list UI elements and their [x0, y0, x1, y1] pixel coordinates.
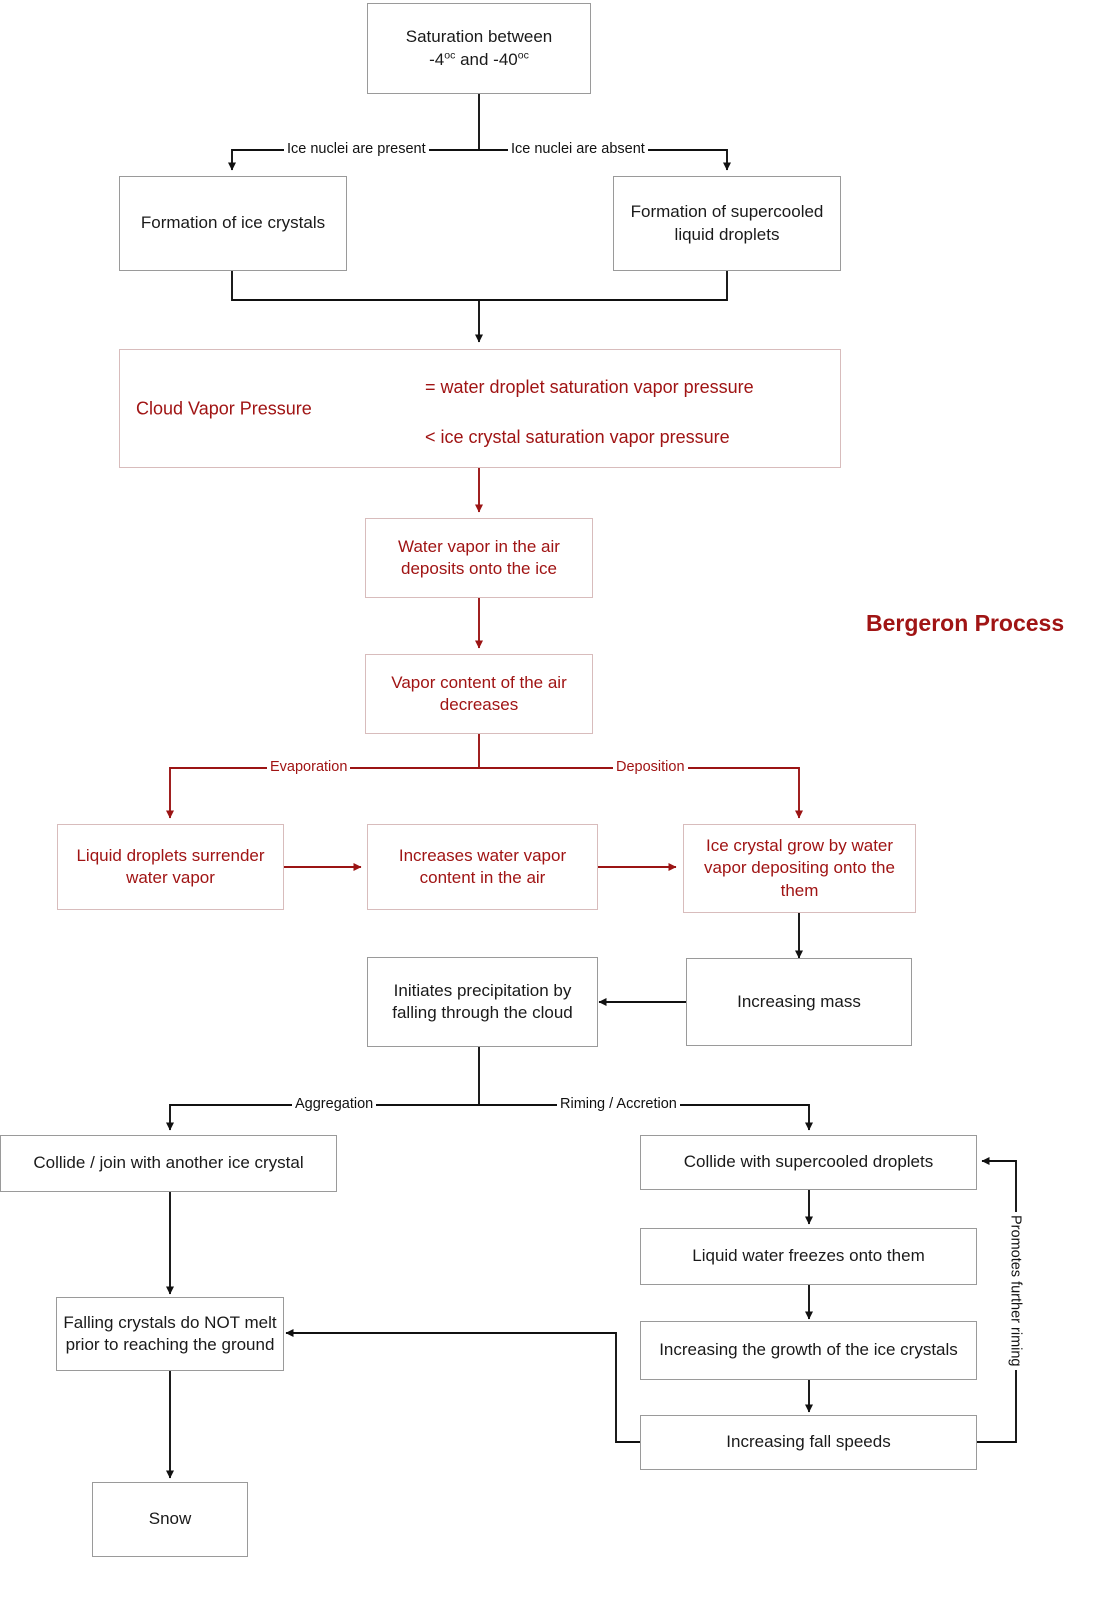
cloud-vapor-pressure-line1: = water droplet saturation vapor pressur…	[425, 377, 754, 397]
edge-label-ice-nuclei-absent: Ice nuclei are absent	[508, 142, 648, 157]
edge-label-deposition: Deposition	[613, 760, 688, 775]
node-water-vapor-deposits[interactable]: Water vapor in the air deposits onto the…	[365, 518, 593, 598]
node-liquid-droplets-surrender[interactable]: Liquid droplets surrender water vapor	[57, 824, 284, 910]
node-saturation[interactable]: Saturation between -4oc and -40oc	[367, 3, 591, 94]
edge-label-riming-accretion: Riming / Accretion	[557, 1097, 680, 1112]
node-ice-crystal-grow[interactable]: Ice crystal grow by water vapor depositi…	[683, 824, 916, 913]
node-saturation-line1: Saturation between	[405, 27, 553, 47]
node-increases-water-vapor[interactable]: Increases water vapor content in the air	[367, 824, 598, 910]
edge-label-aggregation: Aggregation	[292, 1097, 377, 1112]
node-falling-crystals[interactable]: Falling crystals do NOT melt prior to re…	[56, 1297, 284, 1371]
node-collide-ice-crystal[interactable]: Collide / join with another ice crystal	[0, 1135, 337, 1192]
node-vapor-content-decreases[interactable]: Vapor content of the air decreases	[365, 654, 593, 734]
node-cloud-vapor-pressure[interactable]: Cloud Vapor Pressure = water droplet sat…	[119, 349, 841, 468]
edge-label-ice-nuclei-present: Ice nuclei are present	[284, 142, 429, 157]
node-saturation-line2: -4oc and -40oc	[429, 48, 529, 69]
node-initiates-precipitation[interactable]: Initiates precipitation by falling throu…	[367, 957, 598, 1047]
cloud-vapor-pressure-label: Cloud Vapor Pressure	[136, 397, 312, 418]
node-formation-ice-crystals[interactable]: Formation of ice crystals	[119, 176, 347, 271]
cloud-vapor-pressure-line2: < ice crystal saturation vapor pressure	[425, 427, 730, 447]
node-formation-supercooled-droplets[interactable]: Formation of supercooled liquid droplets	[613, 176, 841, 271]
node-increasing-mass[interactable]: Increasing mass	[686, 958, 912, 1046]
node-collide-supercooled-droplets[interactable]: Collide with supercooled droplets	[640, 1135, 977, 1190]
node-increasing-fall-speeds[interactable]: Increasing fall speeds	[640, 1415, 977, 1470]
diagram-title: Bergeron Process	[866, 610, 1065, 636]
node-liquid-water-freezes[interactable]: Liquid water freezes onto them	[640, 1228, 977, 1285]
node-increasing-growth[interactable]: Increasing the growth of the ice crystal…	[640, 1321, 977, 1380]
node-snow[interactable]: Snow	[92, 1482, 248, 1557]
edge-label-promotes-further-riming: Promotes further riming	[1008, 1212, 1024, 1370]
edge-label-evaporation: Evaporation	[267, 760, 351, 775]
